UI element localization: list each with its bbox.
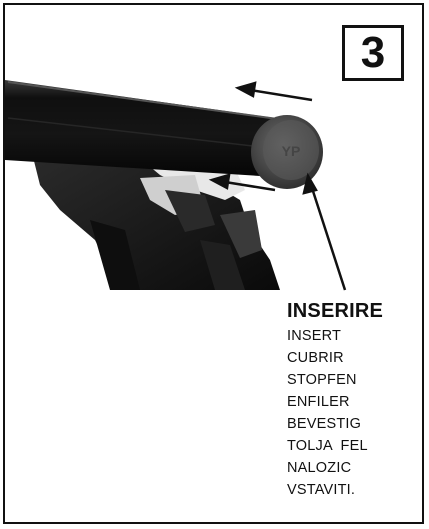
arrow-top-icon <box>234 81 313 102</box>
step-number: 3 <box>360 28 386 77</box>
svg-text:YP: YP <box>282 143 301 159</box>
arrow-pointer-icon <box>302 172 347 291</box>
bar-end-cap: YP <box>251 115 323 189</box>
translation-item: CUBRIR <box>287 350 344 366</box>
translation-item: BEVESTIG <box>287 416 362 432</box>
step-number-box: 3 <box>342 25 404 81</box>
translation-item: INSERT <box>287 328 342 344</box>
translation-item: TOLJA FEL <box>287 438 368 454</box>
roof-bar <box>5 80 292 178</box>
instruction-title: INSERIRE <box>287 300 384 322</box>
translation-list: INSERT CUBRIR STOPFEN ENFILER BEVESTIG T… <box>287 325 368 501</box>
translation-item: STOPFEN <box>287 372 357 388</box>
direction-arrows <box>208 81 347 291</box>
translation-item: ENFILER <box>287 394 350 410</box>
translation-item: NALOZIC <box>287 460 352 476</box>
translation-item: VSTAVITI. <box>287 482 356 498</box>
arrow-middle-icon <box>208 173 276 192</box>
